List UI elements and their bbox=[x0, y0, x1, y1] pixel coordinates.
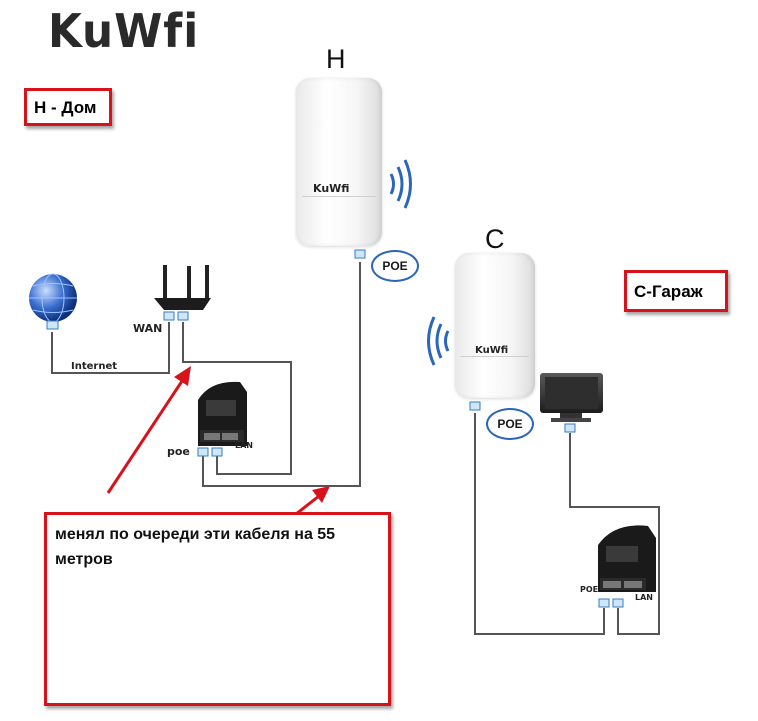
internet-globe-icon bbox=[29, 273, 77, 330]
garage-poe-port-label: POE bbox=[580, 585, 599, 594]
monitor-icon bbox=[540, 373, 603, 433]
brand-logo: KuWfi bbox=[48, 4, 200, 58]
garage-lan-cable bbox=[569, 433, 660, 635]
router-icon bbox=[154, 265, 211, 321]
note-text: менял по очереди эти кабеля на 55 метров bbox=[55, 526, 336, 568]
garage-ap-brand: KuWfi bbox=[475, 345, 509, 356]
garage-access-point: KuWfi bbox=[455, 253, 535, 398]
garage-ap-poe-badge: POE bbox=[486, 408, 534, 440]
home-poe-injector-icon bbox=[197, 381, 247, 457]
garage-poe-cable bbox=[474, 413, 605, 635]
wan-label: WAN bbox=[133, 322, 163, 335]
garage-lan-port-label: LAN bbox=[635, 593, 653, 602]
home-ap-poe-badge: POE bbox=[371, 250, 419, 282]
router-lan-cable bbox=[182, 322, 292, 475]
garage-label-box: С-Гараж bbox=[624, 270, 728, 312]
garage-ap-letter: С bbox=[485, 224, 505, 254]
garage-label: С-Гараж bbox=[634, 282, 703, 301]
internet-label: Internet bbox=[71, 361, 118, 372]
home-label: Н - Дом bbox=[34, 98, 97, 117]
home-label-box: Н - Дом bbox=[24, 88, 112, 126]
home-ap-letter: Н bbox=[326, 44, 346, 74]
home-poe-port-label: poe bbox=[167, 445, 190, 458]
home-poe-cable bbox=[202, 262, 361, 487]
home-ap-port-icon bbox=[354, 249, 366, 259]
home-lan-port-label: LAN bbox=[235, 441, 253, 450]
garage-ap-wifi-icon bbox=[427, 316, 450, 366]
garage-poe-injector-icon bbox=[598, 525, 656, 608]
home-ap-wifi-icon bbox=[389, 159, 412, 209]
note-box bbox=[44, 512, 391, 706]
home-access-point: KuWfi bbox=[296, 78, 382, 246]
home-ap-brand: KuWfi bbox=[313, 182, 350, 195]
internet-cable bbox=[51, 322, 170, 374]
cable-arrow-left-icon bbox=[106, 366, 191, 494]
garage-ap-port-icon bbox=[469, 401, 481, 411]
